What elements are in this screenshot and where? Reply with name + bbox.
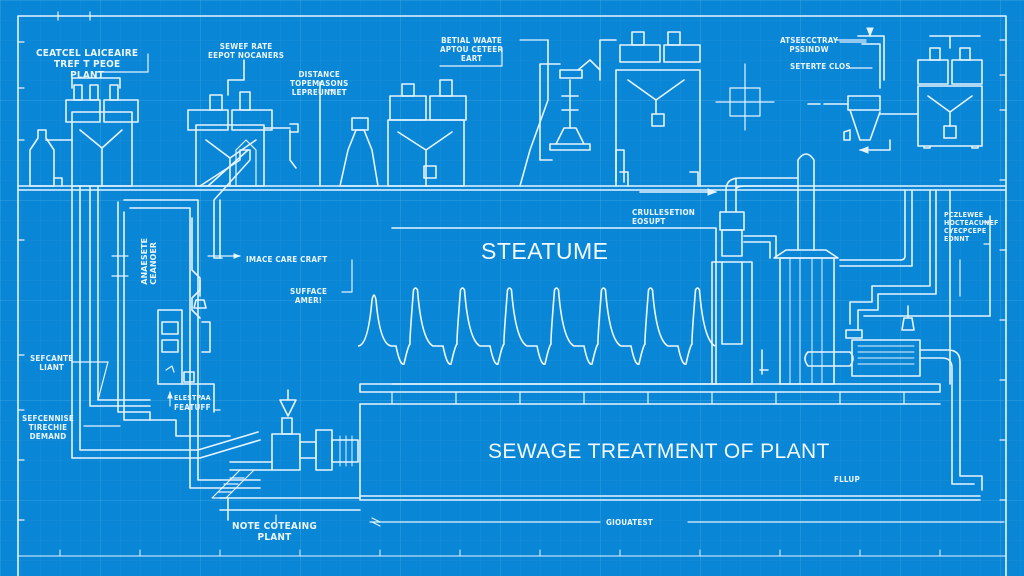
label-distance: DISTANCE TOPEMASONS LEPREUNNET	[290, 70, 349, 97]
ground-line	[17, 185, 1007, 191]
registration-mark	[715, 63, 775, 131]
label-note-coating-plant: NOTE COTEAING PLANT	[232, 521, 317, 543]
label-right-column: PCZLEWEE HOCTEACUNEF CYECPCEPE EDNNT	[944, 211, 999, 243]
pump-assembly	[211, 389, 361, 521]
frame-ticks	[17, 11, 1007, 521]
control-panel	[157, 279, 215, 413]
label-aerodynamic: ATSEECCTRAY PSSINDW	[780, 36, 839, 54]
label-flow: FLLUP	[834, 475, 860, 484]
treatment-unit-5	[807, 30, 983, 154]
tank-title: STEATUME	[481, 238, 609, 264]
treatment-unit-3	[289, 79, 467, 187]
sewage-basin	[359, 403, 981, 501]
label-vertical-stream: ANAESETE CEANOER	[140, 238, 158, 285]
label-groundtest: GIOUATEST	[606, 518, 653, 527]
label-detail-waste: BETIAL WAATE APTOU CETEER EART	[440, 36, 504, 63]
label-feature: FEATUFF	[174, 403, 211, 412]
leader-lines	[17, 39, 1007, 557]
label-sedimentation: SETERTE CLOS	[790, 62, 851, 71]
treatment-unit-1	[29, 77, 139, 187]
diagram-title: SEWAGE TREATMENT OF PLANT	[488, 440, 830, 463]
label-sedimentation-demand: SEFCENNISE TIRECHIE DEMAND	[22, 414, 75, 441]
waveform-trace	[357, 287, 716, 365]
label-secondary-plant: SEFCANTE LIANT	[30, 354, 74, 372]
treatment-unit-4	[519, 31, 701, 187]
right-pipe-network	[839, 189, 991, 491]
clarifier-tower	[639, 153, 854, 385]
steatume-tank	[359, 227, 941, 405]
label-surface-inner: SUFFACE AMER!	[290, 287, 328, 305]
label-feature-top: ELESTPAA	[174, 394, 211, 402]
label-intake-flow: IMACE CARE CRAFT	[246, 255, 328, 264]
label-collection: CRULLESETION EOSUPT	[632, 208, 695, 226]
outer-frame	[17, 15, 1007, 576]
label-sewage-rate: SEWEF RATE EEPOT NOCANERS	[208, 42, 285, 60]
treatment-unit-2	[187, 59, 299, 187]
label-central-lakeside-plant: CEATCEL LAICEAIRE TREF T PEOE PLANT	[36, 48, 139, 81]
